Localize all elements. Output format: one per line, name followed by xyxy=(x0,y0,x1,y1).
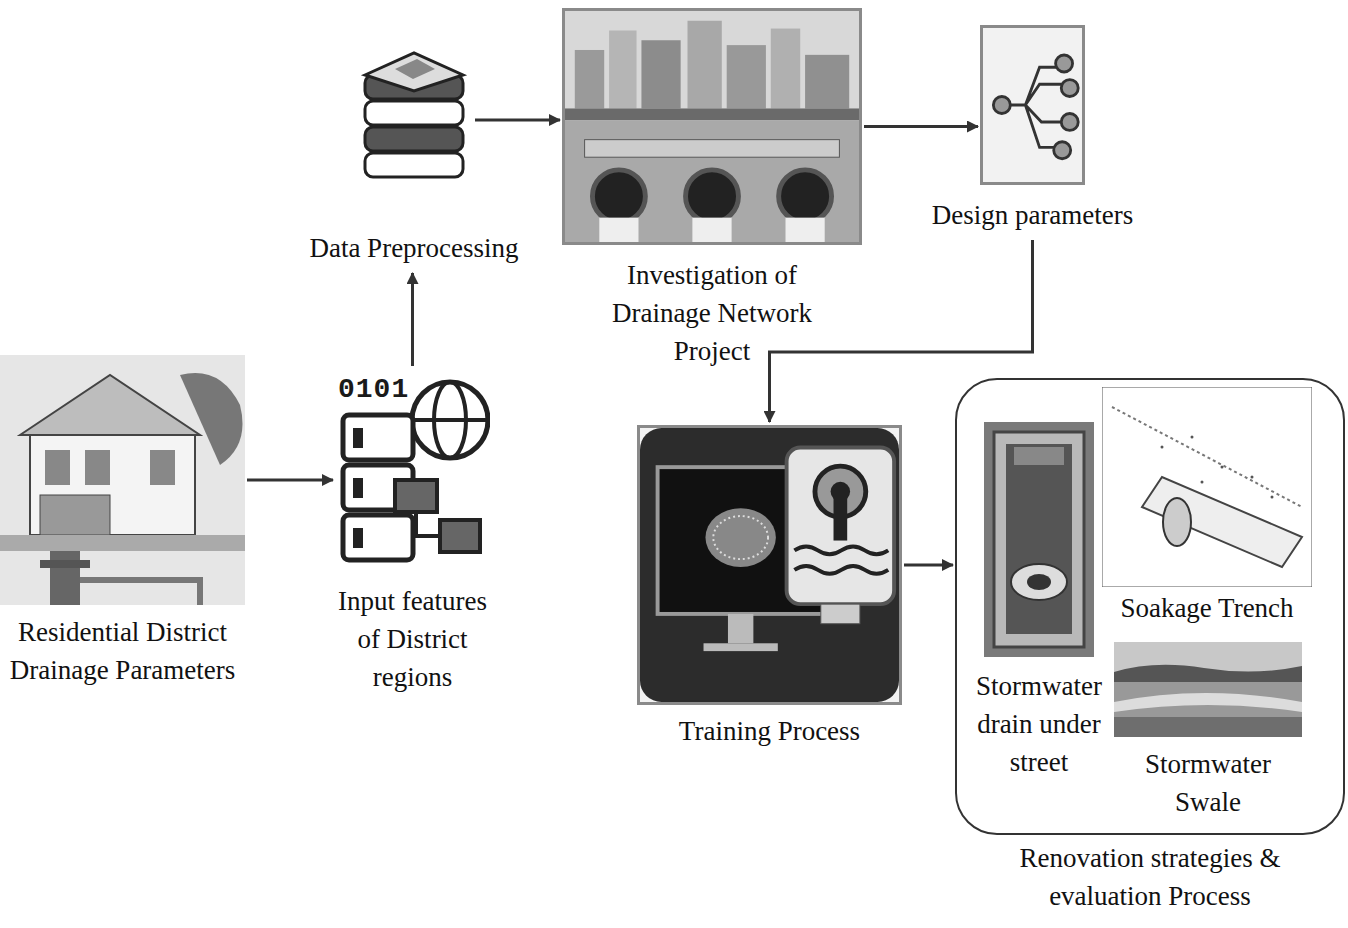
node-illustration xyxy=(565,11,859,242)
drain-photo-node: Stormwater drain under street xyxy=(984,422,1094,657)
flow-arrow xyxy=(247,479,333,482)
node-illustration xyxy=(984,422,1094,657)
node-caption: Data Preprocessing xyxy=(279,229,549,267)
node-illustration xyxy=(983,28,1082,182)
node-caption: Renovation strategies & evaluation Proce… xyxy=(980,839,1320,915)
flow-arrow xyxy=(475,119,560,122)
node-caption: Stormwater drain under street xyxy=(969,667,1109,781)
node-illustration xyxy=(640,428,899,702)
house-illustration-node: Residential District Drainage Parameters xyxy=(0,355,245,605)
node-illustration xyxy=(355,45,473,195)
node-caption: Residential District Drainage Parameters xyxy=(0,613,248,689)
flow-arrow xyxy=(904,564,953,567)
investigation-node: Investigation of Drainage Network Projec… xyxy=(562,8,862,245)
node-caption: Soakage Trench xyxy=(1092,589,1322,627)
node-caption: Input features of District regions xyxy=(333,582,493,696)
renovation-group: Renovation strategies & evaluation Proce… xyxy=(955,378,1345,835)
node-illustration xyxy=(1102,387,1312,587)
node-caption: Stormwater Swale xyxy=(1123,745,1293,821)
training-node: Training Process xyxy=(637,425,902,705)
node-caption: Training Process xyxy=(620,712,920,750)
flow-arrow xyxy=(864,125,978,128)
swale-photo-node: Stormwater Swale xyxy=(1114,642,1302,737)
binary-digits-label: 0101 xyxy=(338,374,409,405)
flow-arrow xyxy=(411,273,414,366)
node-caption: Investigation of Drainage Network Projec… xyxy=(582,256,842,370)
node-caption: Design parameters xyxy=(908,196,1158,234)
node-illustration xyxy=(0,355,245,605)
design-parameters-node: Design parameters xyxy=(980,25,1085,185)
preprocessing-node: Data Preprocessing xyxy=(355,45,473,195)
node-illustration xyxy=(1114,642,1302,737)
trench-sketch-node: Soakage Trench xyxy=(1102,387,1312,587)
